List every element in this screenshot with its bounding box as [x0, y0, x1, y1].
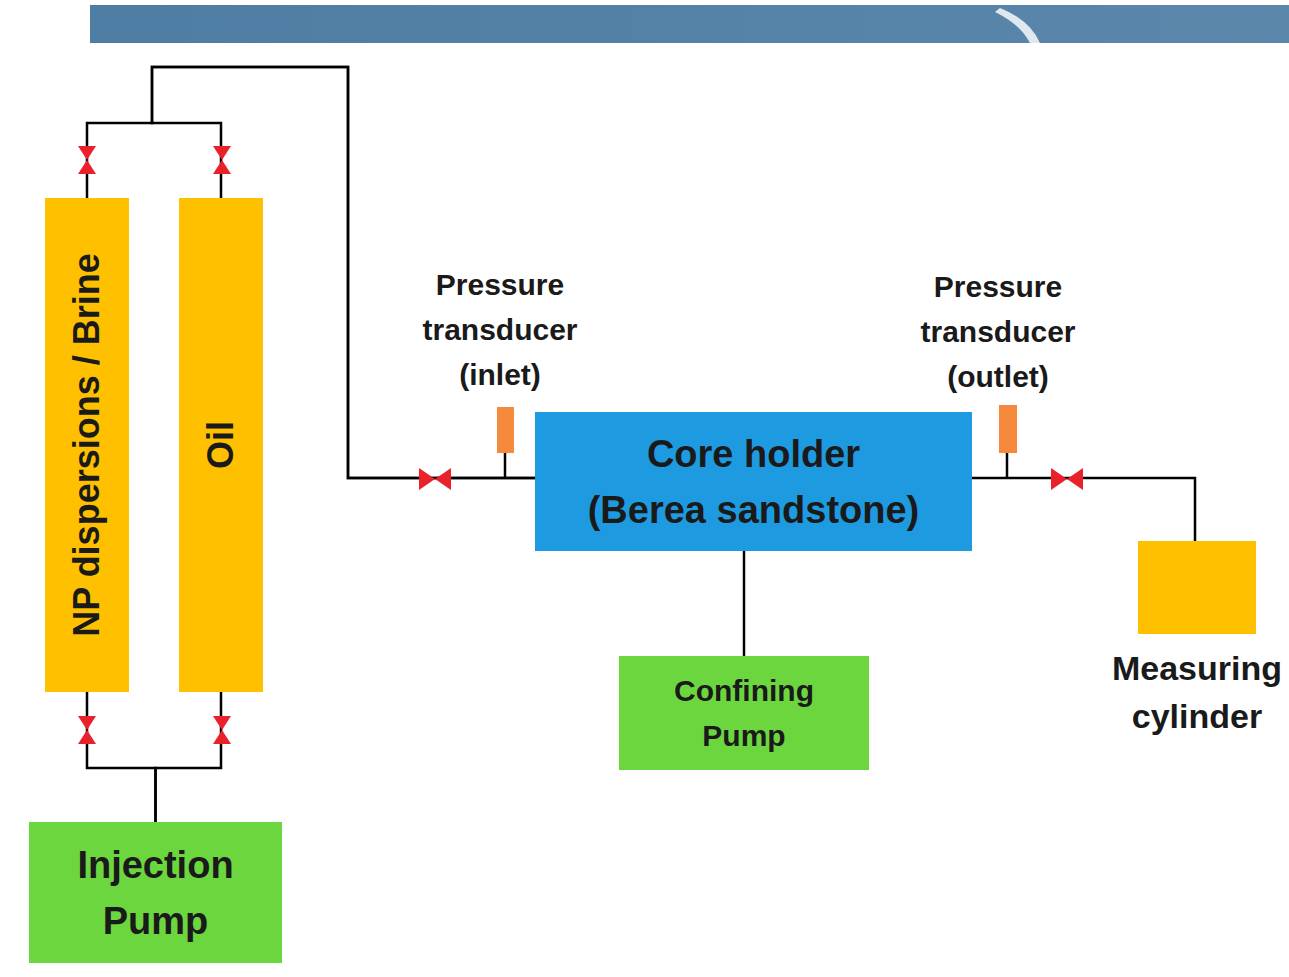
node-text: Oil: [199, 208, 242, 682]
pipe-line: [156, 692, 222, 822]
pump-box: Confining Pump: [619, 656, 869, 770]
pressure-transducer: [999, 405, 1017, 478]
pipe-line: [972, 478, 1195, 541]
node-text: Injection Pump: [51, 837, 261, 949]
transducer-label: Pressure transducer (outlet): [888, 264, 1108, 399]
pipe-line: [87, 692, 156, 822]
top-banner: [90, 5, 1289, 43]
core-holder-box: Core holder(Berea sandstone): [535, 412, 972, 551]
node-text: Measuring cylinder: [1107, 644, 1287, 740]
node-text: NP dispersions / Brine: [65, 208, 108, 682]
node-text: Confining Pump: [654, 668, 834, 758]
node-text: (Berea sandstone): [588, 482, 920, 538]
node-text: Core holder: [647, 426, 860, 482]
pipe-line: [743, 551, 746, 656]
measuring-cylinder: Measuring cylinder: [1138, 541, 1256, 634]
valve-symbol: [78, 146, 1083, 744]
banner-swoosh: [995, 8, 1040, 43]
pressure-transducer: [497, 407, 514, 478]
transducer-label: Pressure transducer (inlet): [390, 262, 610, 397]
fluid-vessel: Oil: [179, 198, 263, 692]
fluid-vessel: NP dispersions / Brine: [45, 198, 129, 692]
pump-box: Injection Pump: [29, 822, 282, 963]
